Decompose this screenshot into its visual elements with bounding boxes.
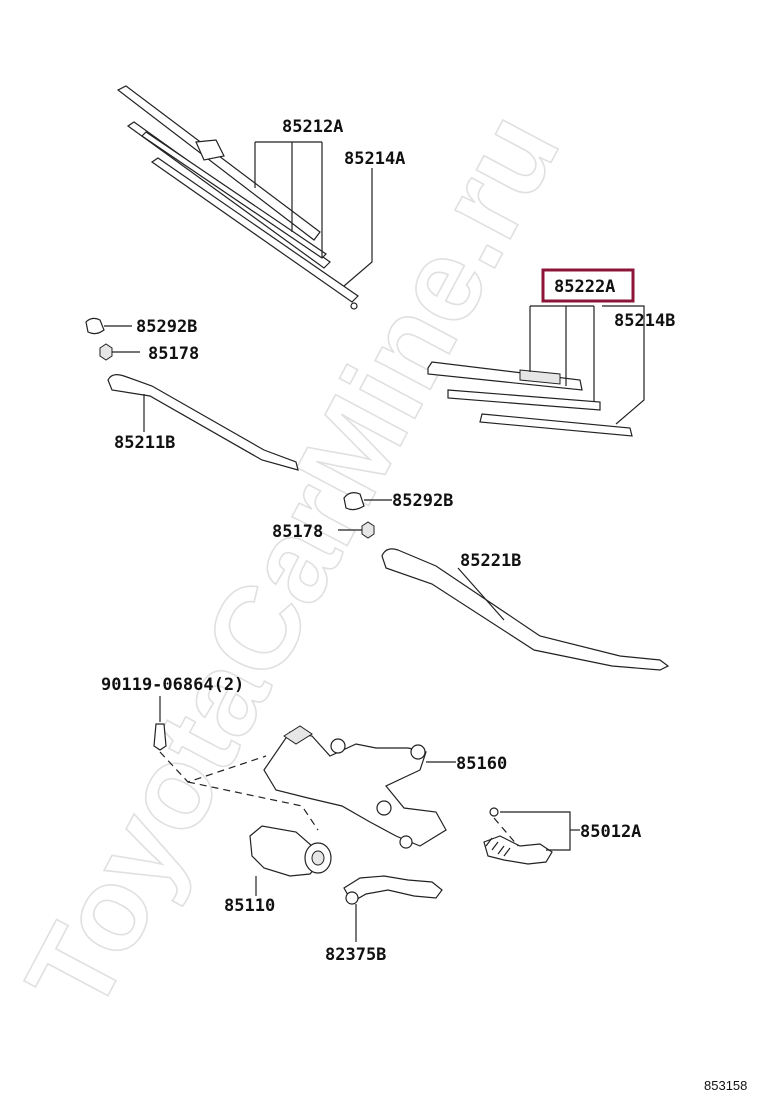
callout-85222A[interactable]: 85222A <box>554 277 615 297</box>
callout-85160[interactable]: 85160 <box>456 754 507 774</box>
callout-85214B[interactable]: 85214B <box>614 311 675 331</box>
highlight-box <box>541 268 635 303</box>
callout-85178-top[interactable]: 85178 <box>148 344 199 364</box>
callout-85292B-top[interactable]: 85292B <box>136 317 197 337</box>
figure-code: 853158 <box>704 1078 747 1093</box>
callout-85211B[interactable]: 85211B <box>114 433 175 453</box>
callout-85212A[interactable]: 85212A <box>282 117 343 137</box>
wiper-blade-right-assembly <box>427 268 645 437</box>
callout-85178-mid[interactable]: 85178 <box>272 522 323 542</box>
nut-left <box>99 343 113 361</box>
cap-left <box>85 317 105 335</box>
callout-85221B[interactable]: 85221B <box>460 551 521 571</box>
bolt <box>153 723 167 751</box>
callout-90119-06864[interactable]: 90119-06864(2) <box>101 675 244 695</box>
callout-85214A[interactable]: 85214A <box>344 149 405 169</box>
nut-right <box>361 521 375 539</box>
callout-85012A[interactable]: 85012A <box>580 822 641 842</box>
callout-85292B-mid[interactable]: 85292B <box>392 491 453 511</box>
wiper-arm-right-assembly <box>338 492 670 671</box>
callout-85110[interactable]: 85110 <box>224 896 275 916</box>
cap-right <box>343 492 365 511</box>
wiper-linkage-assembly <box>153 696 580 942</box>
wiper-blade-left-assembly <box>116 85 373 310</box>
callout-82375B[interactable]: 82375B <box>325 945 386 965</box>
wiper-arm-left-assembly <box>85 317 299 471</box>
